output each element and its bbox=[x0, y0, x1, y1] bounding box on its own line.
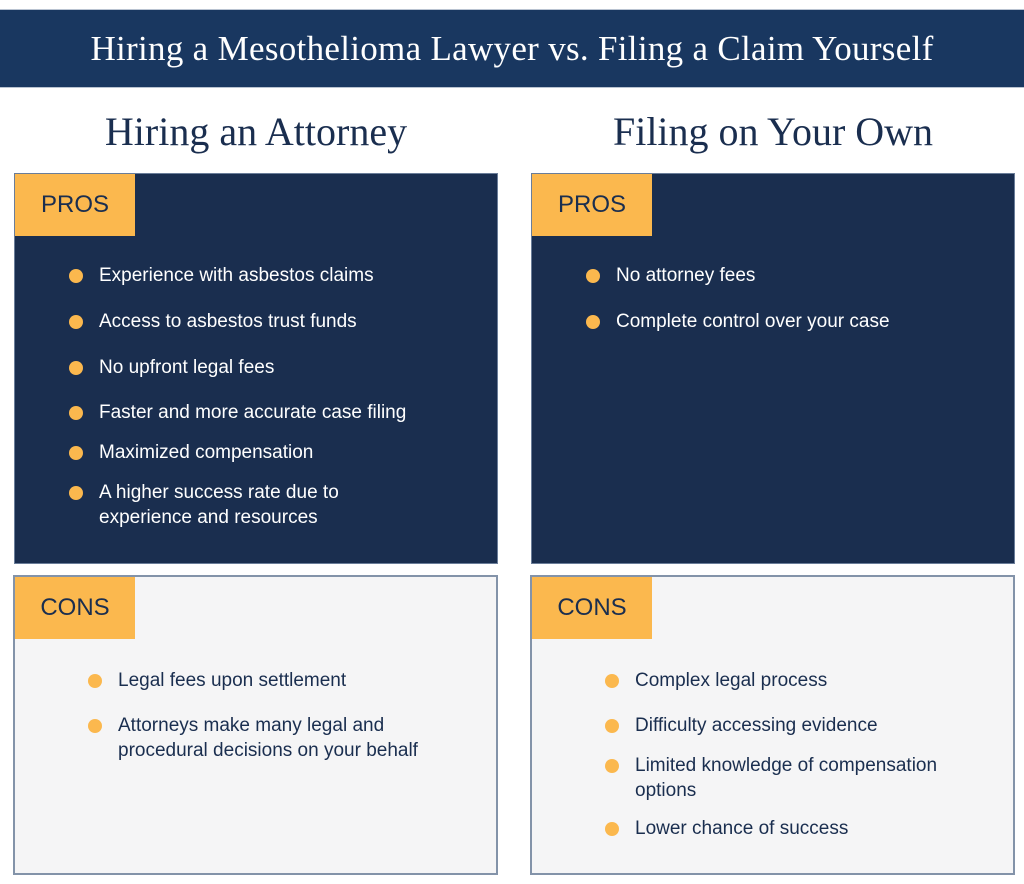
bullet-icon bbox=[605, 822, 619, 836]
bullet-icon bbox=[69, 361, 83, 375]
bullet-icon bbox=[69, 315, 83, 329]
cons-tag: CONS bbox=[15, 577, 135, 639]
bullet-icon bbox=[586, 315, 600, 329]
bullet-icon bbox=[586, 269, 600, 283]
list-item: Difficulty accessing evidence bbox=[605, 713, 985, 738]
right-pros-panel: PROS No attorney fees Complete control o… bbox=[531, 173, 1015, 564]
cons-tag: CONS bbox=[532, 577, 652, 639]
list-item: Experience with asbestos claims bbox=[69, 263, 469, 288]
right-column-title: Filing on Your Own bbox=[612, 109, 934, 154]
right-cons-list: Complex legal process Difficulty accessi… bbox=[605, 668, 985, 841]
bullet-icon bbox=[605, 759, 619, 773]
bullet-icon bbox=[69, 446, 83, 460]
left-cons-list: Legal fees upon settlement Attorneys mak… bbox=[88, 668, 418, 763]
page-title: Hiring a Mesothelioma Lawyer vs. Filing … bbox=[90, 28, 934, 68]
bullet-icon bbox=[69, 406, 83, 420]
left-column-title: Hiring an Attorney bbox=[104, 109, 408, 154]
list-item: A higher success rate due to experience … bbox=[69, 480, 369, 530]
list-item: Complex legal process bbox=[605, 668, 985, 693]
list-item: No attorney fees bbox=[586, 263, 986, 288]
list-item: Maximized compensation bbox=[69, 440, 469, 465]
list-item: Limited knowledge of compensation option… bbox=[605, 753, 985, 803]
bullet-icon bbox=[69, 486, 83, 500]
list-item: Complete control over your case bbox=[586, 309, 986, 334]
list-item: Access to asbestos trust funds bbox=[69, 309, 469, 334]
right-cons-panel: CONS Complex legal process Difficulty ac… bbox=[530, 575, 1015, 875]
right-pros-list: No attorney fees Complete control over y… bbox=[586, 263, 986, 334]
bullet-icon bbox=[69, 269, 83, 283]
list-item: No upfront legal fees bbox=[69, 355, 469, 380]
list-item: Attorneys make many legal and procedural… bbox=[88, 713, 418, 763]
bullet-icon bbox=[88, 719, 102, 733]
list-item: Faster and more accurate case filing bbox=[69, 400, 469, 425]
pros-tag: PROS bbox=[15, 174, 135, 236]
left-pros-panel: PROS Experience with asbestos claims Acc… bbox=[14, 173, 498, 564]
bullet-icon bbox=[88, 674, 102, 688]
left-pros-list: Experience with asbestos claims Access t… bbox=[69, 263, 469, 530]
header-banner: Hiring a Mesothelioma Lawyer vs. Filing … bbox=[0, 9, 1024, 88]
list-item: Legal fees upon settlement bbox=[88, 668, 418, 693]
left-cons-panel: CONS Legal fees upon settlement Attorney… bbox=[13, 575, 498, 875]
pros-tag: PROS bbox=[532, 174, 652, 236]
bullet-icon bbox=[605, 719, 619, 733]
list-item: Lower chance of success bbox=[605, 816, 985, 841]
bullet-icon bbox=[605, 674, 619, 688]
